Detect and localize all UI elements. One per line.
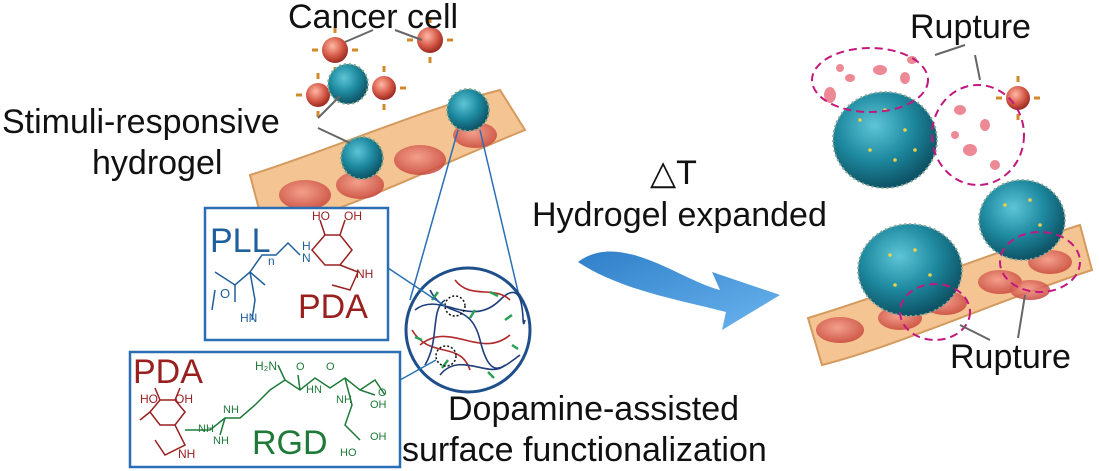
chem-nh-ring-top: NH [356, 267, 374, 281]
chem-o2: O [326, 361, 335, 373]
chem-oh-bottom: OH [175, 392, 193, 406]
cancer-cells-top [296, 17, 453, 117]
chem-ho-acid: HO [340, 447, 357, 459]
rupture-regions [811, 47, 1081, 341]
chem-oh-top: OH [344, 209, 362, 223]
hydrogel-small-1 [327, 63, 369, 105]
label-cancer-cell: Cancer cell [288, 0, 459, 36]
label-rgd: RGD [252, 424, 328, 462]
chem-ho-bottom: HO [140, 392, 158, 406]
chem-nh-ring-bottom: NH [178, 447, 196, 461]
chem-h-link: H [302, 239, 311, 253]
label-dopamine-assisted: Dopamine-assisted [448, 390, 740, 428]
chem-nh-c: NH [213, 435, 229, 447]
label-surface-functionalization: surface functionalization [402, 431, 767, 469]
label-rupture-bottom: Rupture [950, 338, 1071, 376]
chem-h2n: H₂N [255, 359, 277, 373]
chem-n: n [268, 254, 275, 268]
chem-o3: O [378, 387, 387, 399]
hydrogel-expanded-2 [978, 179, 1066, 261]
hydrogel-small-2 [340, 136, 384, 180]
tissue-cells-left [279, 122, 497, 210]
label-hydrogel: hydrogel [92, 144, 223, 182]
chem-hn-a: HN [306, 384, 322, 396]
polymer-network-zoom [404, 266, 532, 394]
chem-nh-b: NH [223, 404, 239, 416]
chem-oh-acid1: OH [370, 399, 387, 411]
chem-nh-a: NH [198, 423, 214, 435]
chem-oh-acid2: OH [370, 431, 387, 443]
label-pll: PLL [210, 222, 271, 260]
chem-o: O [220, 286, 231, 301]
label-delta-t: △T [650, 154, 697, 192]
label-pda-bottom: PDA [133, 353, 203, 391]
label-hydrogel-expanded: Hydrogel expanded [532, 196, 827, 234]
chem-o1: O [296, 361, 305, 373]
label-rupture-top: Rupture [910, 8, 1031, 46]
hydrogel-expanded-3 [857, 223, 963, 317]
chem-n-link: N [302, 251, 311, 265]
chem-nh-d: NH [336, 394, 352, 406]
label-pda-top: PDA [298, 288, 368, 326]
chem-hn: HN [240, 311, 258, 325]
hydrogel-expanded-1 [832, 91, 938, 189]
chem-ho-top: HO [312, 209, 330, 223]
hydrogel-small-3 [446, 88, 490, 132]
label-stimuli-responsive: Stimuli-responsive [2, 103, 280, 141]
pda-rgd-structure-box [128, 350, 402, 469]
expansion-arrow [578, 251, 780, 330]
